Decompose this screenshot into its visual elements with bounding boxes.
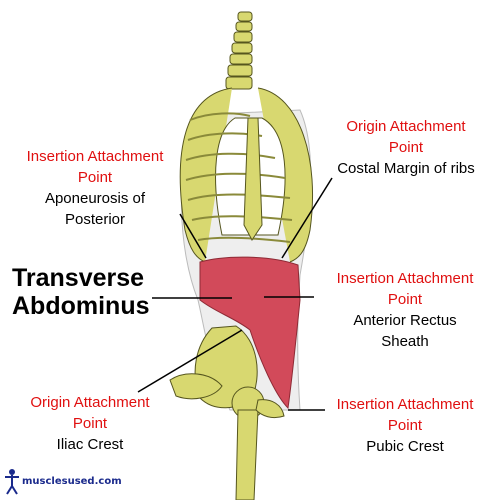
leader-origin-costal: [281, 177, 333, 259]
leader-lines: [137, 177, 333, 411]
leader-insertion-posterior: [179, 213, 207, 259]
brand-logo-text[interactable]: musclesused.com: [22, 476, 122, 487]
leader-origin-iliac: [137, 329, 243, 393]
label-origin-iliac: Origin Attachment Point Iliac Crest: [30, 394, 150, 453]
label-origin-costal: Origin Attachment Point Costal Margin of…: [337, 118, 475, 177]
label-insertion-pubic: Insertion Attachment Point Pubic Crest: [336, 396, 474, 455]
ribcage: [179, 87, 313, 263]
femur: [231, 386, 285, 500]
transverse-abdominus-muscle: [199, 256, 301, 410]
label-insertion-rectus: Insertion Attachment Point Anterior Rect…: [336, 270, 474, 350]
ilium-wing: [169, 373, 223, 400]
sternum: [243, 117, 263, 241]
rib-lines: [185, 112, 293, 243]
label-insertion-posterior: Insertion Attachment Point Aponeurosis o…: [26, 148, 164, 228]
brand-figure-icon: [5, 469, 19, 495]
muscle-title: Transverse Abdominus: [12, 264, 150, 320]
spine: [225, 11, 253, 90]
